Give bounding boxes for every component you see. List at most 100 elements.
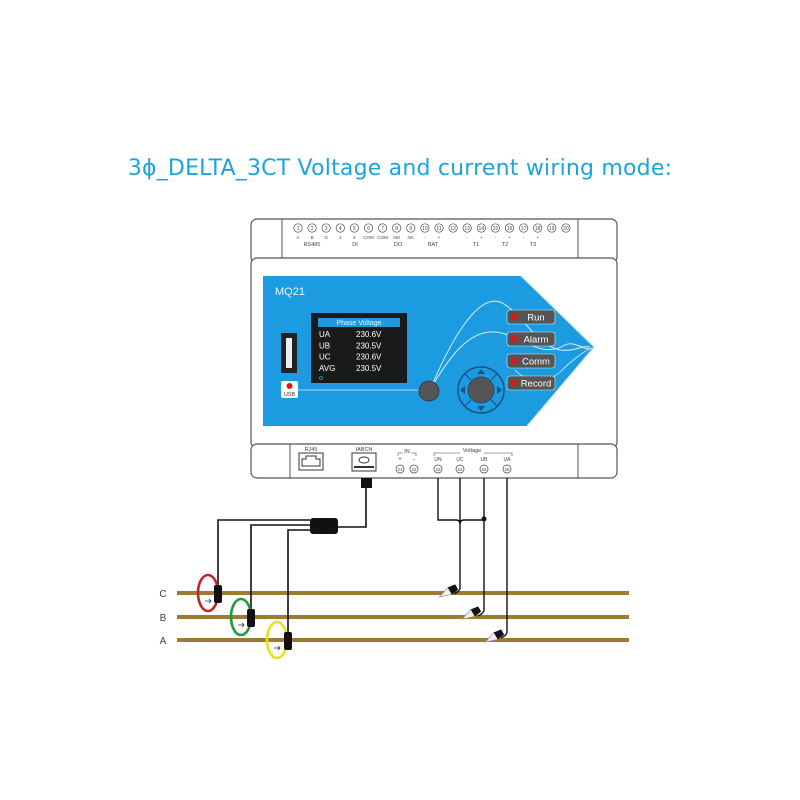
terminal-number: 14: [479, 226, 485, 232]
busbar-a: [177, 638, 629, 642]
indicator-run: Run: [506, 309, 556, 325]
pin-label: -: [424, 235, 426, 240]
pin-label: -: [466, 235, 468, 240]
led-icon: [510, 357, 518, 365]
rj45-label: RJ45: [305, 447, 318, 453]
led-icon: [510, 335, 518, 343]
voltage-group-label: Voltage: [463, 448, 481, 454]
pin-label: -: [495, 235, 497, 240]
phase-label-c: C: [159, 589, 166, 600]
rj45-port[interactable]: [298, 452, 324, 471]
terminal-24[interactable]: [455, 464, 465, 474]
terminal-6[interactable]: [363, 223, 374, 233]
voltage-pin-label: UC: [456, 457, 464, 463]
screen-row-value: 230.5V: [356, 364, 382, 373]
terminal-11[interactable]: [434, 223, 444, 233]
terminal-group-label: T2: [502, 242, 508, 248]
terminal-number: 5: [353, 226, 356, 232]
terminal-7[interactable]: [378, 223, 388, 233]
down-arrow-icon: [477, 406, 485, 411]
model-label: MQ21: [275, 286, 305, 298]
terminal-16[interactable]: [504, 223, 515, 233]
terminal-group-label: DI: [352, 242, 358, 248]
terminal-number: 16: [507, 226, 513, 232]
screen-row-label: UB: [319, 341, 330, 350]
terminal-5[interactable]: [349, 223, 359, 233]
voltage-pin-label: UN: [434, 457, 442, 463]
indicator-record: Record: [506, 375, 556, 391]
terminal-3[interactable]: [321, 223, 331, 233]
led-icon: [510, 313, 518, 321]
terminal-number: 1: [297, 226, 300, 232]
terminal-number: 10: [422, 226, 428, 232]
ct-wiring: [217, 478, 372, 640]
busbar-c: [177, 591, 629, 595]
terminal-number: 2: [311, 226, 314, 232]
voltage-wiring: [437, 478, 508, 639]
terminal-22[interactable]: [409, 464, 419, 474]
terminal-21[interactable]: [395, 464, 405, 474]
terminal-2[interactable]: [307, 223, 317, 233]
pin-label: 1: [339, 235, 342, 240]
indicator-comm: Comm: [506, 353, 556, 369]
terminal-1[interactable]: [293, 223, 303, 233]
terminal-19[interactable]: [547, 223, 557, 233]
terminal-25[interactable]: [479, 464, 489, 474]
screen-row-value: 230.6V: [356, 330, 382, 339]
terminal-group-label: T1: [473, 242, 479, 248]
phase-label-b: B: [160, 613, 167, 624]
voltage-pin-label: UB: [481, 457, 489, 463]
diagram-title: 3ϕ_DELTA_3CT Voltage and current wiring …: [127, 156, 673, 181]
terminal-group-label: BAT: [428, 242, 439, 248]
terminal-10[interactable]: [420, 223, 430, 233]
svg-text:23: 23: [435, 467, 441, 472]
terminal-15[interactable]: [490, 223, 500, 233]
svg-text:25: 25: [481, 467, 487, 472]
terminal-13[interactable]: [462, 223, 472, 233]
ct-a: [265, 620, 292, 660]
terminal-18[interactable]: [533, 223, 543, 233]
terminal-20[interactable]: [561, 223, 571, 233]
terminal-8[interactable]: [392, 223, 402, 233]
alligator-clip: [461, 606, 482, 620]
terminal-4[interactable]: [335, 223, 345, 233]
navigation-dpad[interactable]: [457, 366, 505, 414]
terminal-number: 19: [549, 226, 555, 232]
terminal-17[interactable]: [519, 223, 529, 233]
terminal-9[interactable]: [406, 223, 416, 233]
terminal-group-label: RS485: [304, 242, 321, 248]
terminal-number: 12: [450, 226, 456, 232]
pin-label: COM: [377, 235, 388, 240]
led-icon: [510, 379, 518, 387]
pin-label: COM: [363, 235, 374, 240]
in-pin-label: +: [398, 457, 402, 463]
pin-label: +: [480, 235, 483, 240]
busbar-b: [177, 615, 629, 619]
alligator-clip: [484, 629, 505, 643]
screen-row-label: UA: [319, 330, 331, 339]
terminal-group-label: T3: [530, 242, 536, 248]
usb-indicator: [281, 381, 298, 398]
pin-label: +: [536, 235, 539, 240]
in-pin-label: -: [413, 457, 415, 463]
terminal-number: 18: [535, 226, 541, 232]
phase-busbars: CBA: [159, 589, 629, 647]
screen-row-label: UC: [319, 353, 331, 362]
knob-button[interactable]: [418, 380, 440, 402]
pin-label: +: [438, 235, 441, 240]
current-input-label: IABCN: [356, 447, 373, 453]
terminal-14[interactable]: [476, 223, 486, 233]
pin-label: A: [296, 235, 299, 240]
indicator-label: Comm: [522, 357, 550, 368]
pin-label: NC: [408, 235, 415, 240]
terminal-23[interactable]: [433, 464, 443, 474]
current-input-port[interactable]: [351, 452, 377, 472]
terminal-12[interactable]: [448, 223, 458, 233]
terminal-number: 20: [563, 226, 569, 232]
terminal-26[interactable]: [502, 464, 512, 474]
terminal-number: 6: [367, 226, 370, 232]
